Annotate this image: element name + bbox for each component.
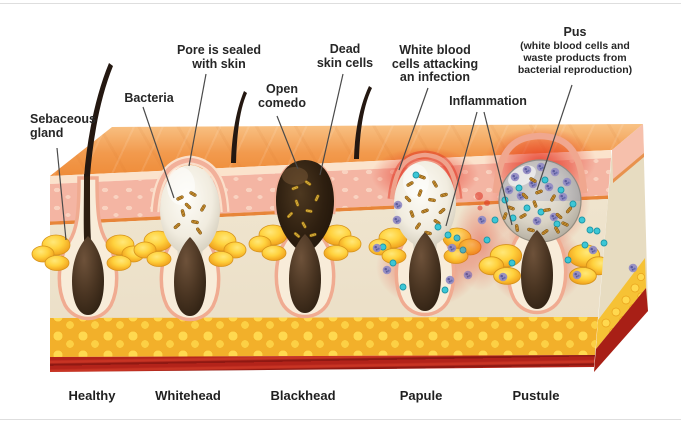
label-line: waste products from <box>523 51 627 64</box>
highlight <box>403 164 429 198</box>
white-blood-cell <box>392 215 402 225</box>
open-comedone-mass <box>276 160 334 265</box>
condition-label-papule: Papule <box>399 388 443 403</box>
label-line: bacterial reproduction) <box>517 63 633 76</box>
label-line: White blood <box>399 43 471 57</box>
label-line: Dead <box>329 42 361 56</box>
condition-label-blackhead: Blackhead <box>270 388 336 403</box>
label-open-comedo: Open comedo <box>258 82 306 110</box>
label-line: Open <box>266 82 298 96</box>
sebaceous-gland <box>31 234 71 271</box>
label-line: Sebaceous <box>30 112 97 126</box>
immune-cell <box>412 171 420 179</box>
label-inflammation: Inflammation <box>449 94 527 109</box>
label-dead-skin-cells: Dead skin cells <box>316 42 374 70</box>
white-blood-cell <box>393 200 403 210</box>
hair-shaft <box>83 174 92 254</box>
label-line: an infection <box>399 70 471 84</box>
label-line: with skin <box>192 56 246 71</box>
label-pus: Pus (white blood cells and waste product… <box>517 25 633 76</box>
label-line: Pus <box>563 25 587 39</box>
follicle-healthy <box>31 174 145 321</box>
follicle-blackhead <box>248 160 362 319</box>
label-line: (white blood cells and <box>520 39 630 52</box>
immune-cell <box>434 223 442 231</box>
condition-label-whitehead: Whitehead <box>155 388 221 403</box>
highlight <box>282 167 308 185</box>
sebaceous-gland <box>322 224 362 261</box>
label-line: Bacteria <box>124 91 174 105</box>
label-line: Pore is sealed <box>176 43 262 57</box>
subcutaneous-fat-layer <box>50 317 598 357</box>
label-line: Inflammation <box>449 94 527 108</box>
label-white-blood-cells: White blood cells attacking an infection <box>391 43 479 85</box>
label-pore-sealed: Pore is sealed with skin <box>176 43 262 71</box>
label-line: skin cells <box>316 55 374 70</box>
follicle-pustule <box>453 127 612 315</box>
label-line: gland <box>30 125 64 140</box>
label-bacteria: Bacteria <box>124 91 174 106</box>
label-line: comedo <box>258 95 306 110</box>
follicle-whitehead <box>133 155 247 322</box>
top-divider <box>0 3 681 4</box>
bottom-divider <box>0 419 681 420</box>
condition-label-pustule: Pustule <box>512 388 560 403</box>
condition-label-healthy: Healthy <box>68 388 116 403</box>
label-line: cells attacking <box>391 56 479 71</box>
muscle-layer <box>50 355 595 372</box>
label-sebaceous-gland: Sebaceous gland <box>30 112 97 140</box>
sebaceous-gland <box>248 224 288 261</box>
